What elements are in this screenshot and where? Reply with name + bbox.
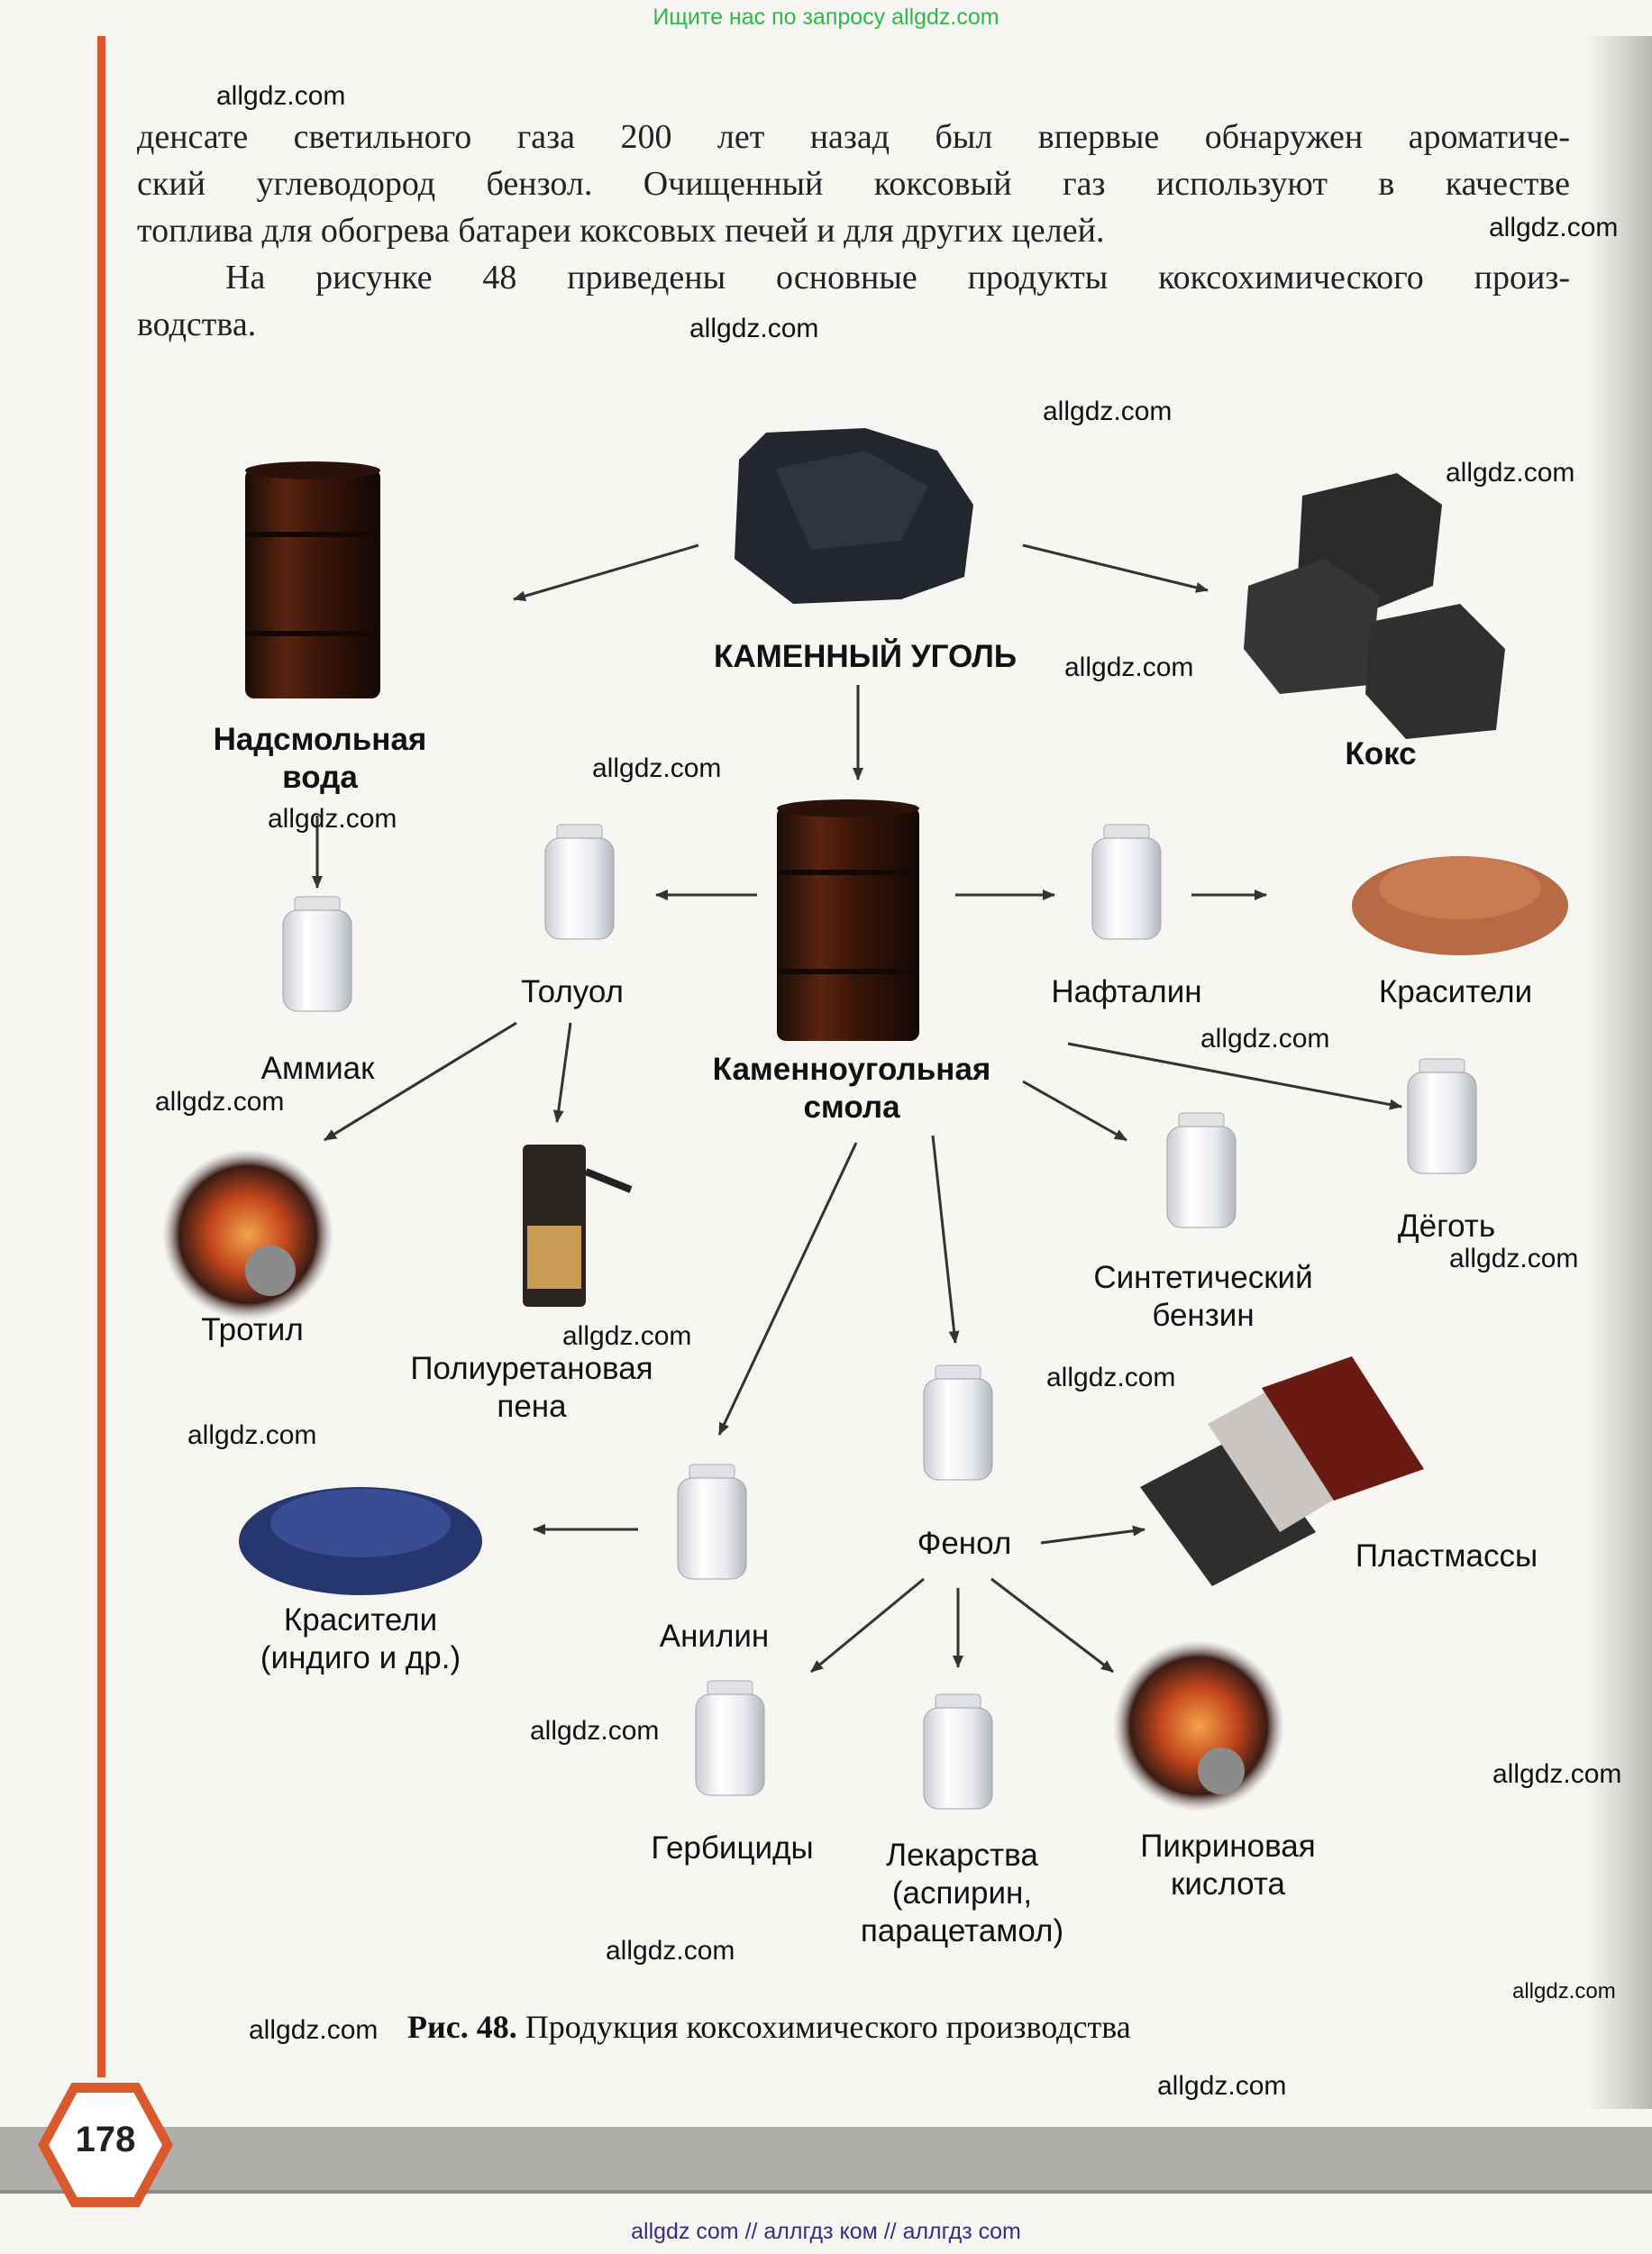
watermark: allgdz.com xyxy=(1157,2071,1287,2101)
label-picric-acid-2: кислота xyxy=(1171,1866,1285,1902)
label-indigo-dyes-2: (индиго и др.) xyxy=(260,1640,461,1675)
label-herbicides: Гербициды xyxy=(651,1830,814,1866)
herbicides-bottle-image xyxy=(695,1680,765,1796)
plastics-sheets-image xyxy=(1140,1356,1424,1586)
label-drugs-2: (аспирин, xyxy=(891,1875,1033,1911)
label-pu-foam-1: Полиуретановая xyxy=(410,1351,653,1386)
label-synthetic-gasoline-2: бензин xyxy=(1152,1298,1255,1333)
pu-foam-can-image xyxy=(523,1145,633,1307)
ammonia-bottle-image xyxy=(282,896,352,1012)
footer-line xyxy=(0,2190,1652,2194)
label-tnt: Тротил xyxy=(201,1312,304,1347)
watermark: allgdz.com xyxy=(1492,1759,1622,1789)
watermark: allgdz.com xyxy=(187,1420,317,1450)
picric-acid-explosion-image xyxy=(1113,1640,1284,1811)
label-coal: КАМЕННЫЙ УГОЛЬ xyxy=(713,639,1018,674)
label-dyes-top: Красители xyxy=(1378,974,1533,1009)
label-aniline: Анилин xyxy=(659,1619,770,1654)
watermark: allgdz.com xyxy=(1200,1024,1330,1054)
phenol-bottle-image xyxy=(923,1364,993,1481)
body-line-4: На рисунке 48 приведены основные продукт… xyxy=(225,259,1570,297)
watermark: allgdz.com xyxy=(216,81,346,111)
label-coke: Кокс xyxy=(1345,736,1417,771)
tar-water-barrel-image xyxy=(245,461,380,698)
watermark: allgdz.com xyxy=(1043,397,1173,426)
label-ammonia: Аммиак xyxy=(260,1051,375,1086)
watermark: allgdz.com xyxy=(1446,458,1575,488)
dyes-granules-image xyxy=(1352,856,1568,955)
pitch-bottle-image xyxy=(1407,1058,1477,1174)
label-coal-tar-2: смола xyxy=(803,1090,900,1125)
watermark: allgdz.com xyxy=(1064,652,1194,682)
label-plastics: Пластмассы xyxy=(1355,1538,1538,1574)
label-phenol: Фенол xyxy=(917,1526,1012,1561)
watermark: allgdz.com xyxy=(530,1716,660,1746)
label-picric-acid-1: Пикриновая xyxy=(1140,1829,1316,1864)
watermark: allgdz.com xyxy=(1046,1363,1176,1392)
synthetic-gasoline-bottle-image xyxy=(1166,1112,1237,1228)
naphthalene-bottle-image xyxy=(1091,824,1162,940)
aniline-bottle-image xyxy=(677,1464,747,1580)
coal-tar-barrel-image xyxy=(777,799,919,1041)
body-line-2: ский углеводород бензол. Очищенный коксо… xyxy=(137,165,1570,203)
indigo-dyes-image xyxy=(239,1487,482,1595)
coke-image xyxy=(1244,473,1505,739)
watermark: allgdz.com xyxy=(249,2015,379,2045)
label-toluene: Толуол xyxy=(521,974,624,1009)
diagram-arrows xyxy=(312,543,1402,1674)
figure-caption-text: Продукция коксохимического производства xyxy=(525,2009,1131,2045)
watermark: allgdz.com xyxy=(689,314,819,343)
top-watermark[interactable]: Ищите нас по запросу allgdz.com xyxy=(653,5,999,30)
watermark: allgdz.com xyxy=(1512,1979,1616,2003)
label-drugs-1: Лекарства xyxy=(886,1838,1038,1873)
watermark: allgdz.com xyxy=(1489,213,1619,242)
watermark: allgdz.com xyxy=(1449,1244,1579,1273)
label-synthetic-gasoline-1: Синтетический xyxy=(1093,1260,1313,1295)
watermark: allgdz.com xyxy=(592,753,722,783)
watermark: allgdz.com xyxy=(562,1321,692,1351)
body-line-3: топлива для обогрева батареи коксовых пе… xyxy=(137,212,1105,250)
label-pu-foam-2: пена xyxy=(497,1389,567,1424)
watermark: allgdz.com xyxy=(606,1936,735,1966)
watermark: allgdz.com xyxy=(268,804,397,834)
footer-band xyxy=(0,2127,1652,2190)
label-drugs-3: парацетамол) xyxy=(860,1913,1064,1948)
tnt-explosion-image xyxy=(162,1149,333,1320)
bottom-watermark[interactable]: allgdz com // аллгдз ком // аллгдз com xyxy=(631,2219,1021,2244)
figure-caption: Рис. 48. Продукция коксохимического прои… xyxy=(407,2008,1131,2046)
label-naphthalene: Нафталин xyxy=(1051,974,1202,1009)
page-gutter-shadow xyxy=(1586,36,1652,2109)
figure-caption-number: Рис. 48. xyxy=(407,2009,517,2045)
label-coal-tar-1: Каменноугольная xyxy=(712,1052,991,1087)
watermark: allgdz.com xyxy=(155,1087,285,1117)
body-line-1: денсате светильного газа 200 лет назад б… xyxy=(137,118,1570,156)
label-indigo-dyes-1: Красители xyxy=(283,1602,438,1638)
margin-red-line xyxy=(97,36,105,2077)
label-tar-water-1: Надсмольная xyxy=(213,722,427,757)
body-line-5: водства. xyxy=(137,306,257,343)
toluene-bottle-image xyxy=(544,824,615,940)
label-tar-water-2: вода xyxy=(282,760,358,795)
drugs-bottle-image xyxy=(923,1693,993,1810)
page-number: 178 xyxy=(75,2120,136,2159)
label-pitch: Дёготь xyxy=(1397,1209,1496,1244)
